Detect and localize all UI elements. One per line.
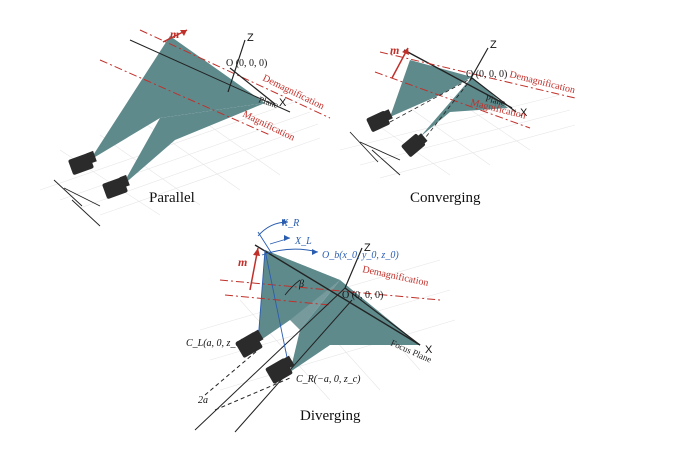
- z-label: Z: [364, 242, 371, 254]
- field-of-view-left: [90, 36, 265, 160]
- x-axis: [471, 77, 517, 113]
- baseline-lines: [194, 287, 353, 433]
- xr-label: X_R: [281, 218, 299, 229]
- x-label: X: [279, 97, 287, 109]
- z-label: Z: [490, 39, 497, 51]
- caption-converging: Converging: [410, 190, 481, 206]
- magnification-line: [224, 294, 331, 306]
- field-of-view-left: [390, 60, 472, 117]
- m-label: m: [390, 43, 399, 57]
- baseline-lines: [349, 131, 401, 176]
- demagnification-line: [219, 279, 441, 301]
- beta-label: β: [298, 279, 304, 290]
- panel-converging: m Z X O (0, 0, 0) Demagnification Magnif…: [339, 39, 576, 206]
- m-arrowhead: [180, 30, 187, 36]
- magnification-line: [374, 71, 531, 129]
- field-of-view-overlap: [265, 250, 340, 330]
- focus-plane-line: [129, 39, 291, 113]
- xl-label: X_L: [294, 236, 312, 247]
- m-label: m: [170, 27, 179, 41]
- m-label: m: [238, 255, 247, 269]
- right-camera: [265, 355, 295, 384]
- left-camera: [366, 109, 393, 132]
- beta-arc: [284, 279, 301, 296]
- plane-label: Plane: [257, 94, 279, 110]
- right-camera: [401, 133, 428, 157]
- panel-diverging: m Z X O (0, 0, 0) Demagnification Focus …: [186, 218, 456, 433]
- x-axis: [229, 67, 276, 105]
- field-of-view-right: [122, 103, 265, 186]
- left-camera: [235, 329, 264, 358]
- field-of-view-right: [290, 280, 420, 372]
- x-label: X: [520, 107, 528, 119]
- baseline-lines: [53, 179, 101, 227]
- xl-arrowhead: [284, 235, 290, 241]
- caption-diverging: Diverging: [300, 408, 361, 424]
- demagnification-line: [139, 29, 331, 119]
- left-camera: [68, 150, 97, 175]
- z-axis: [344, 247, 363, 289]
- right-camera: [102, 174, 130, 199]
- ob-label: O_b(x_0, y_0, z_0): [322, 250, 399, 261]
- demagnification-line: [379, 51, 576, 99]
- demagnification-label: Demagnification: [508, 69, 576, 96]
- m-arrowhead: [253, 248, 260, 256]
- plane-label: Plane: [485, 93, 507, 108]
- origin-label: O (0, 0, 0): [466, 69, 507, 80]
- blue-construction-lines: [257, 221, 319, 373]
- magnification-line: [99, 59, 271, 136]
- x-axis: [344, 287, 421, 346]
- cl-label: C_L(a, 0, z_c): [186, 338, 244, 349]
- panel-parallel: m Z X O (0, 0, 0) Demagnification Magnif…: [39, 27, 331, 227]
- z-axis: [227, 39, 246, 93]
- origin-label: O (0, 0, 0): [342, 290, 383, 301]
- cr-label: C_R(−a, 0, z_c): [296, 374, 361, 385]
- x-label: X: [425, 344, 433, 356]
- m-arrowhead: [402, 48, 409, 55]
- caption-parallel: Parallel: [149, 190, 195, 206]
- two-a-label: 2a: [198, 395, 208, 406]
- origin-label: O (0, 0, 0): [226, 58, 267, 69]
- z-label: Z: [247, 32, 254, 44]
- ob-arrowhead: [312, 249, 318, 255]
- demagnification-label: Demagnification: [361, 264, 429, 289]
- optical-axis-lines: [389, 77, 473, 143]
- xr-arrowhead: [282, 219, 288, 225]
- focus-plane-line: [403, 49, 513, 109]
- field-of-view-right: [420, 77, 508, 137]
- z-axis: [469, 47, 489, 81]
